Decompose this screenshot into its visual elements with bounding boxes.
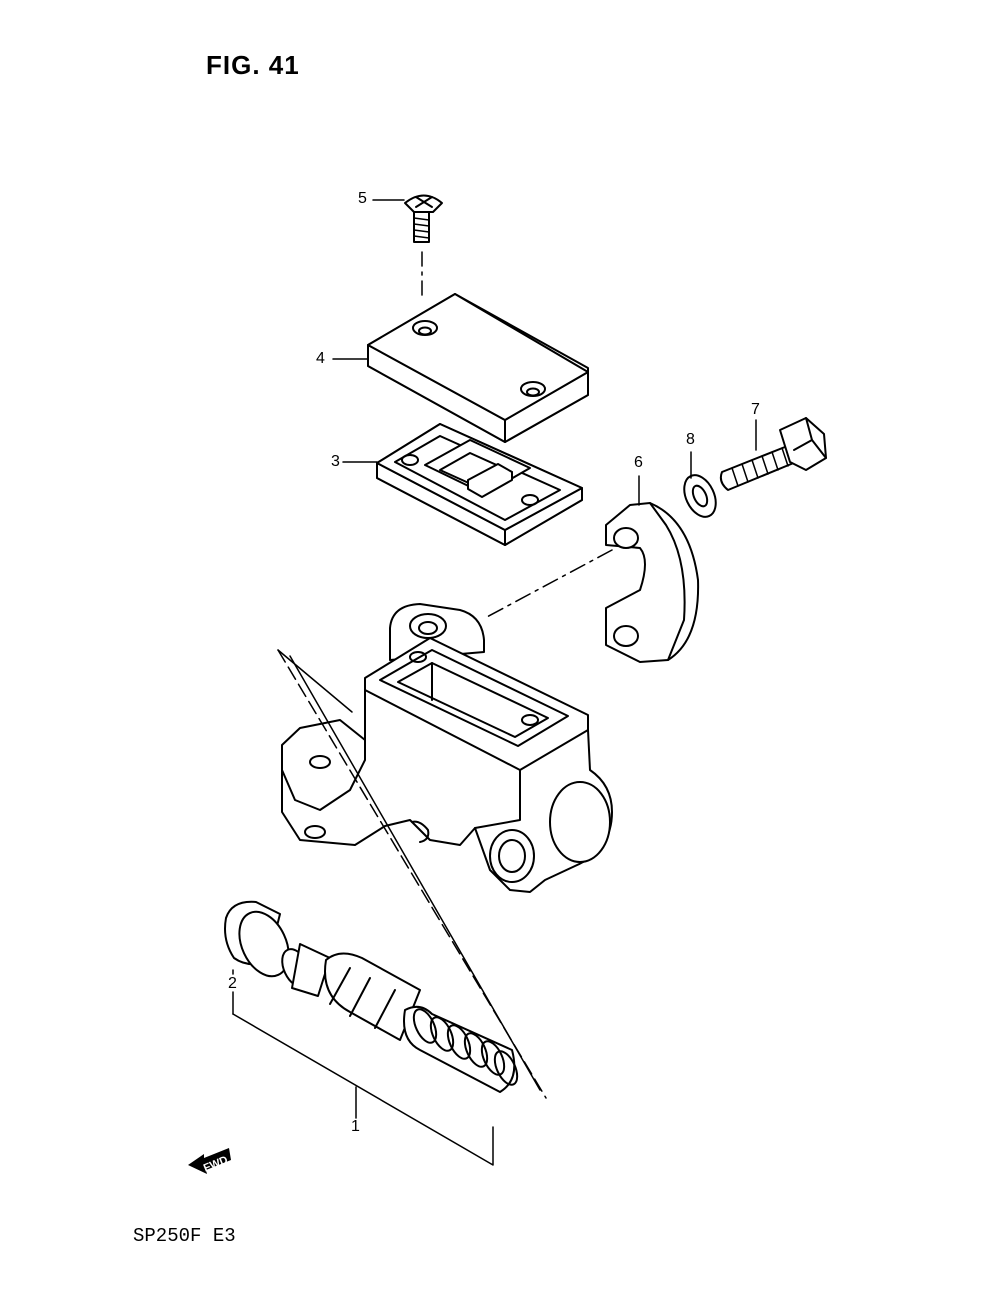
callout-6: 6 (634, 454, 643, 471)
callout-5: 5 (358, 190, 367, 207)
piston-set-part (224, 900, 519, 1093)
callout-2: 2 (228, 975, 237, 992)
callout-8: 8 (686, 431, 695, 448)
master-cylinder-body (277, 603, 613, 1099)
callout-1: 1 (351, 1118, 360, 1135)
leader-lines (232, 199, 757, 1166)
holder-clamp-part (484, 502, 700, 663)
figure-title: FIG. 41 (206, 50, 300, 80)
screw-part (404, 194, 443, 301)
washer-part (683, 474, 717, 518)
callout-4: 4 (316, 350, 325, 367)
callout-7: 7 (751, 401, 760, 418)
callout-3: 3 (331, 453, 340, 470)
fwd-label: FWD (202, 1154, 230, 1175)
clamp-bolt-part (719, 417, 827, 491)
forward-arrow-icon: FWD (188, 1148, 231, 1175)
model-code: SP250F E3 (133, 1225, 236, 1247)
diaphragm-part (376, 423, 583, 546)
reservoir-cap-part (367, 293, 589, 443)
